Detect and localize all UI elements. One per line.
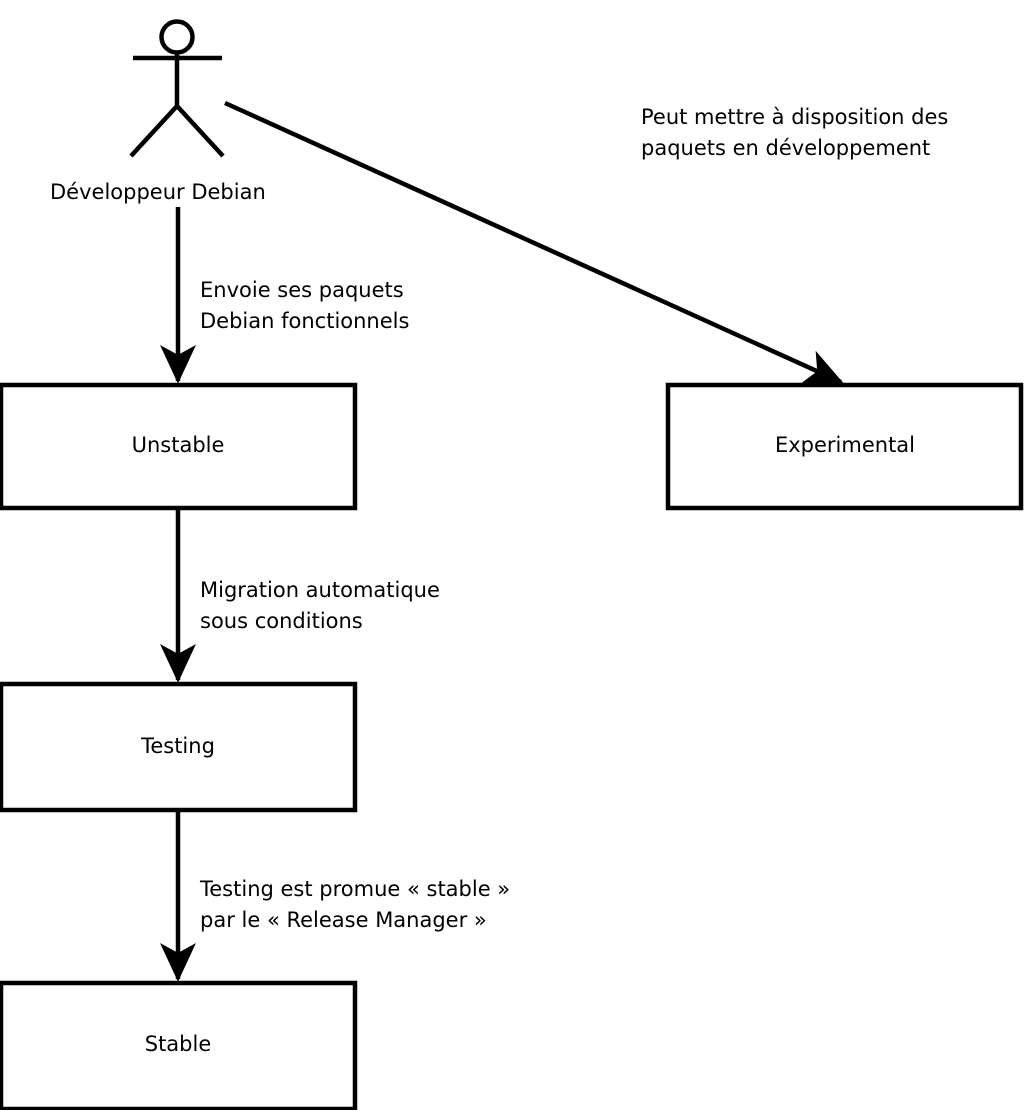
- actor-debian-developer: Développeur Debian: [50, 19, 266, 204]
- actor-head-icon: [159, 19, 195, 55]
- node-experimental-label: Experimental: [775, 433, 915, 457]
- node-unstable[interactable]: Unstable: [0, 382, 358, 511]
- node-unstable-box[interactable]: [0, 382, 358, 511]
- edge-unstable-to-testing-label-line2: sous conditions: [200, 609, 363, 633]
- node-stable-label: Stable: [145, 1032, 212, 1056]
- edge-dev-to-experimental-label-line2: paquets en développement: [641, 136, 930, 160]
- node-stable-box[interactable]: [0, 980, 358, 1110]
- node-testing-label: Testing: [140, 734, 215, 758]
- edge-dev-to-experimental-label-line1: Peut mettre à disposition des: [641, 105, 948, 129]
- actor-right-leg-line: [175, 104, 225, 158]
- edge-dev-to-experimental: Peut mettre à disposition des paquets en…: [224, 100, 948, 385]
- node-experimental[interactable]: Experimental: [665, 382, 1024, 511]
- node-testing-box[interactable]: [0, 681, 358, 813]
- actor-left-leg-line: [129, 104, 179, 158]
- node-testing[interactable]: Testing: [0, 681, 358, 813]
- edge-unstable-to-testing-label-line1: Migration automatique: [200, 578, 440, 602]
- edge-testing-to-stable-label-line1: Testing est promue « stable »: [199, 877, 510, 901]
- edge-testing-to-stable-label-line2: par le « Release Manager »: [200, 908, 487, 932]
- actor-label: Développeur Debian: [50, 180, 266, 204]
- edge-unstable-to-testing: Migration automatique sous conditions: [160, 508, 440, 683]
- edge-dev-to-experimental-line: [224, 100, 844, 385]
- edge-dev-to-unstable-label-line2: Debian fonctionnels: [200, 309, 409, 333]
- node-stable[interactable]: Stable: [0, 980, 358, 1110]
- node-unstable-label: Unstable: [132, 433, 225, 457]
- node-experimental-box[interactable]: [665, 382, 1024, 511]
- edge-testing-to-stable: Testing est promue « stable » par le « R…: [160, 810, 510, 982]
- edge-dev-to-unstable: Envoie ses paquets Debian fonctionnels: [160, 207, 409, 384]
- edge-dev-to-unstable-label-line1: Envoie ses paquets: [200, 278, 404, 302]
